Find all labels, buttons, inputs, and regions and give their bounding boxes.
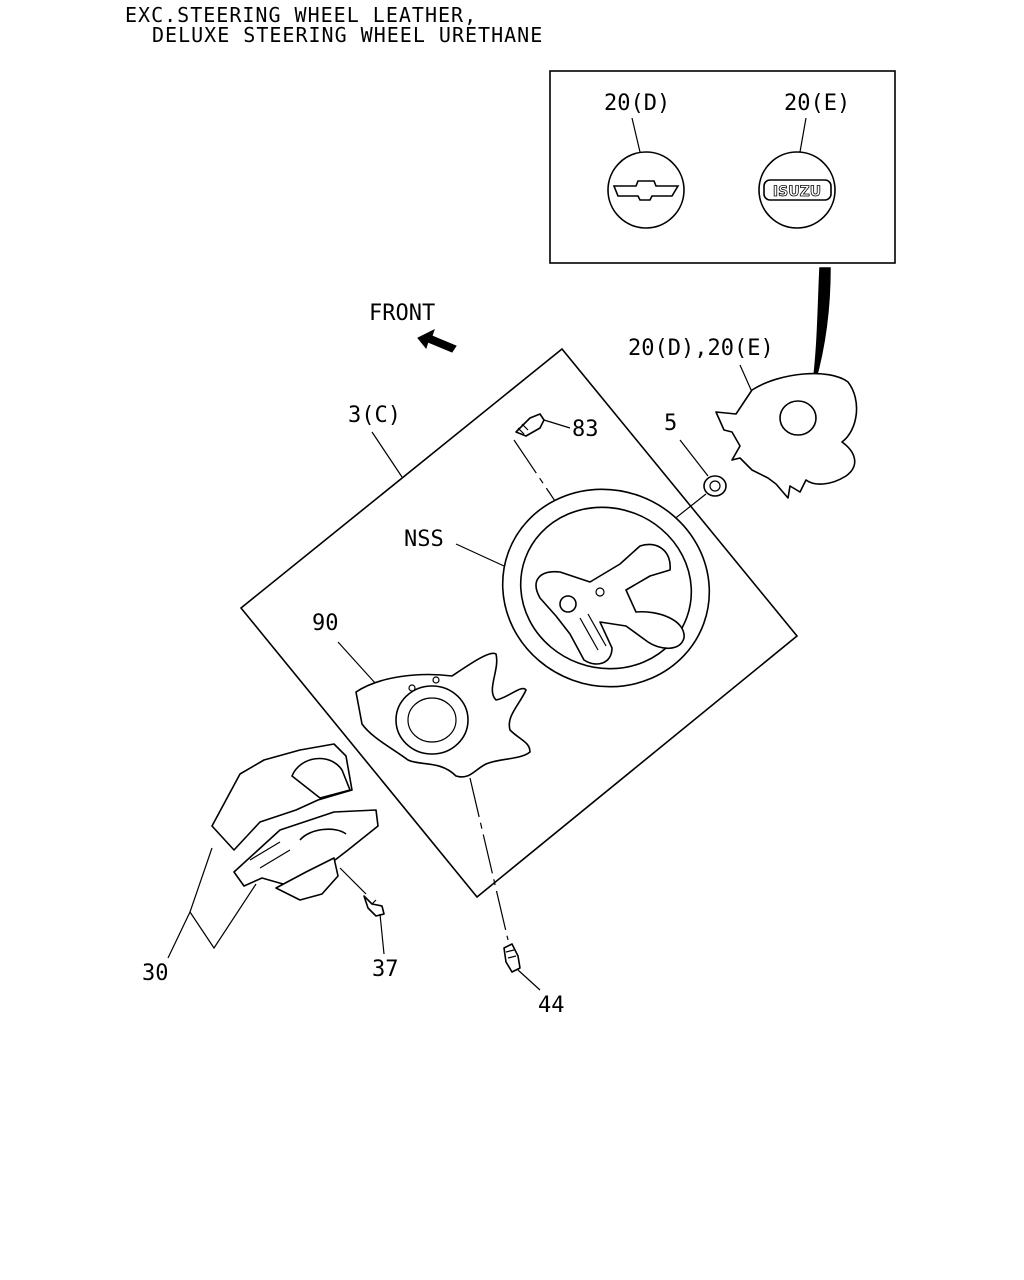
callout-nut: 5 [664, 411, 677, 436]
header-line-2: DELUXE STEERING WHEEL URETHANE [152, 23, 543, 47]
inset-label-left: 20(D) [604, 91, 670, 116]
callout-lower-cover: 90 [312, 611, 339, 636]
callout-wheel: NSS [404, 527, 444, 552]
callout-pad-variants: 20(D),20(E) [628, 336, 774, 361]
column-cover-30 [211, 743, 379, 901]
lower-cover-90 [355, 652, 531, 778]
callout-column-cover: 30 [142, 961, 169, 986]
screw-44 [503, 943, 521, 973]
emblem-inset-box: 20(D) 20(E) ISUZU [549, 70, 896, 264]
screw-37 [363, 895, 385, 917]
chevrolet-emblem-icon [607, 151, 685, 229]
callout-screw-bottom: 44 [538, 993, 565, 1018]
header-line-1: EXC.STEERING WHEEL LEATHER, [125, 3, 477, 27]
horn-pad [715, 372, 858, 499]
steering-wheel [501, 488, 711, 688]
inset-label-right: 20(E) [784, 91, 850, 116]
arrow-up-left-icon [417, 329, 457, 353]
isuzu-emblem-text: ISUZU [773, 184, 821, 200]
bolt-83 [515, 413, 545, 437]
nut-5 [703, 475, 727, 497]
front-label: FRONT [369, 301, 435, 326]
isuzu-emblem-icon: ISUZU [758, 151, 836, 229]
assembly-frame [239, 347, 799, 899]
callout-screw-small: 37 [372, 957, 399, 982]
callout-bolt-top: 83 [572, 417, 599, 442]
callout-assembly: 3(C) [348, 403, 401, 428]
